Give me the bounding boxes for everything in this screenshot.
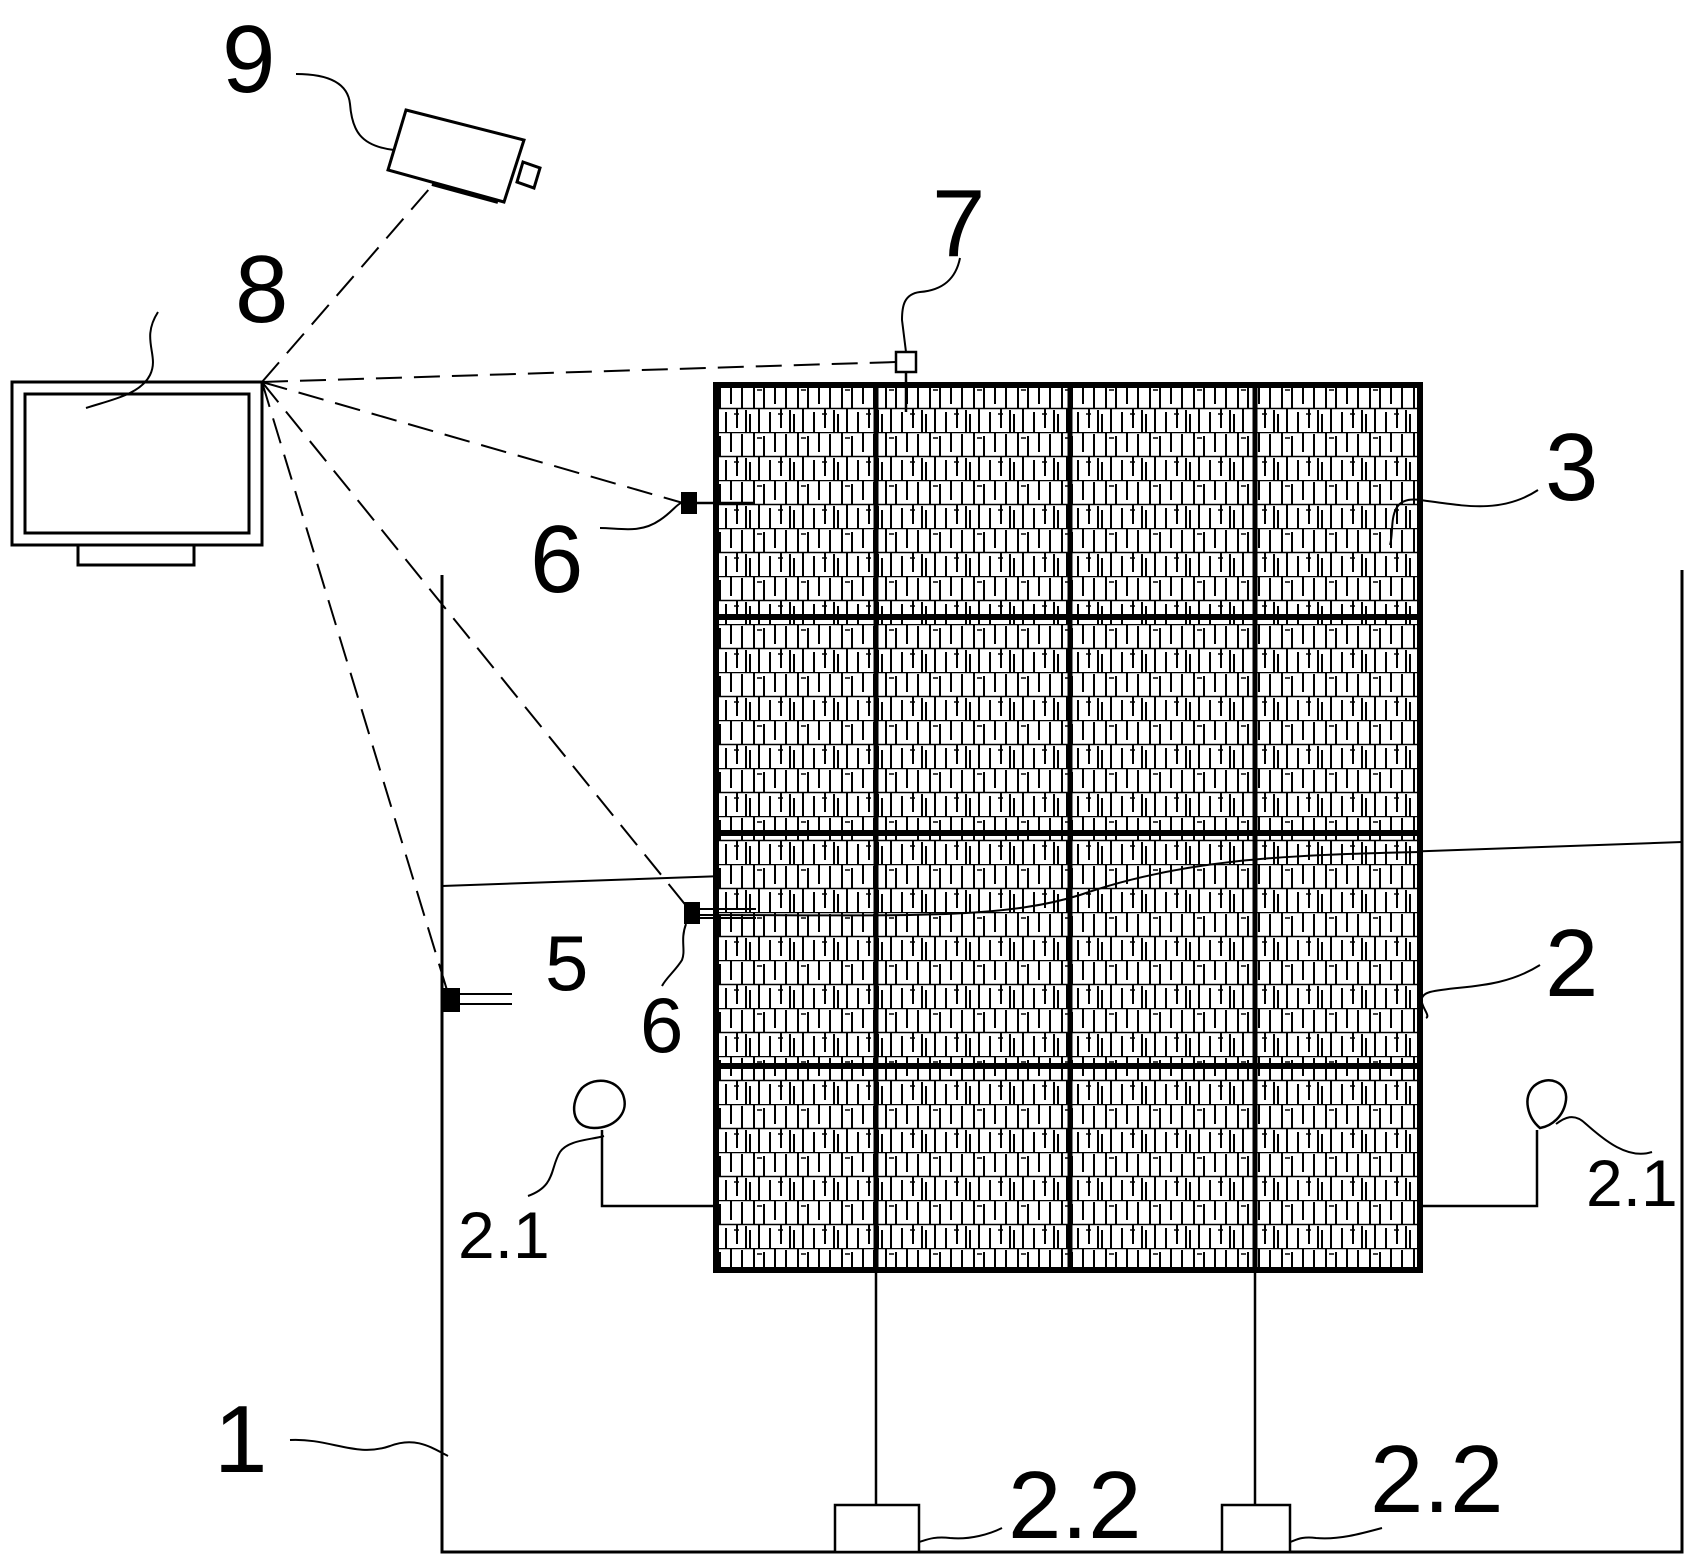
- label-tank: 1: [214, 1386, 267, 1493]
- support-floats: [572, 1079, 1568, 1208]
- camera-icon: [386, 108, 542, 204]
- signal-lines: [261, 187, 897, 1001]
- label-water-sensor: 5: [545, 919, 588, 1007]
- label-support-base-left: 2.2: [1008, 1452, 1141, 1559]
- label-panel: 3: [1545, 414, 1598, 521]
- label-frame: 2: [1545, 910, 1598, 1017]
- label-monitor: 8: [235, 236, 288, 343]
- panel-sensor-lower: [684, 902, 756, 924]
- water-sensor: [442, 988, 512, 1012]
- leader-lines: [85, 73, 1653, 1543]
- label-panel-sensor-upper: 6: [530, 506, 583, 613]
- support-bases: [833, 1270, 1292, 1554]
- label-support-base-right: 2.2: [1370, 1426, 1503, 1533]
- label-top-sensor: 7: [932, 170, 985, 277]
- deformation-curve: [699, 851, 1421, 917]
- water-tank: [440, 570, 1684, 1554]
- panel-sensor-upper: [681, 492, 754, 514]
- label-support-float-left: 2.1: [458, 1198, 550, 1272]
- top-sensor: [894, 350, 918, 412]
- panel-frame: [713, 382, 1423, 1273]
- label-camera: 9: [222, 6, 275, 113]
- label-support-float-right: 2.1: [1586, 1146, 1678, 1220]
- monitor: [10, 380, 264, 567]
- label-panel-sensor-lower: 6: [640, 981, 683, 1069]
